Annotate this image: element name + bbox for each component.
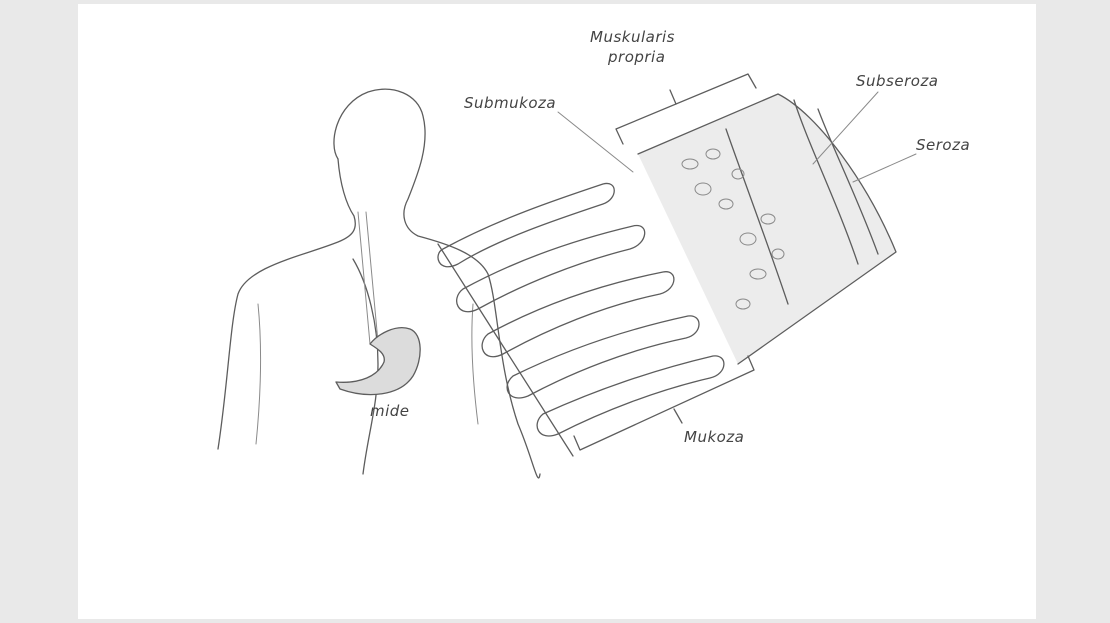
wall-section	[638, 94, 896, 364]
stomach-wall-diagram: Muskularis propria Submukoza Subseroza S…	[78, 4, 1110, 623]
label-seroza: Seroza	[916, 136, 970, 154]
label-muscularis-line2: propria	[607, 48, 665, 66]
diagram-canvas: Muskularis propria Submukoza Subseroza S…	[78, 4, 1036, 619]
label-mukoza: Mukoza	[684, 428, 744, 446]
label-mide: mide	[370, 402, 410, 420]
label-submukoza: Submukoza	[464, 94, 556, 112]
label-muscularis-line1: Muskularis	[590, 28, 675, 46]
label-subseroza: Subseroza	[856, 72, 939, 90]
